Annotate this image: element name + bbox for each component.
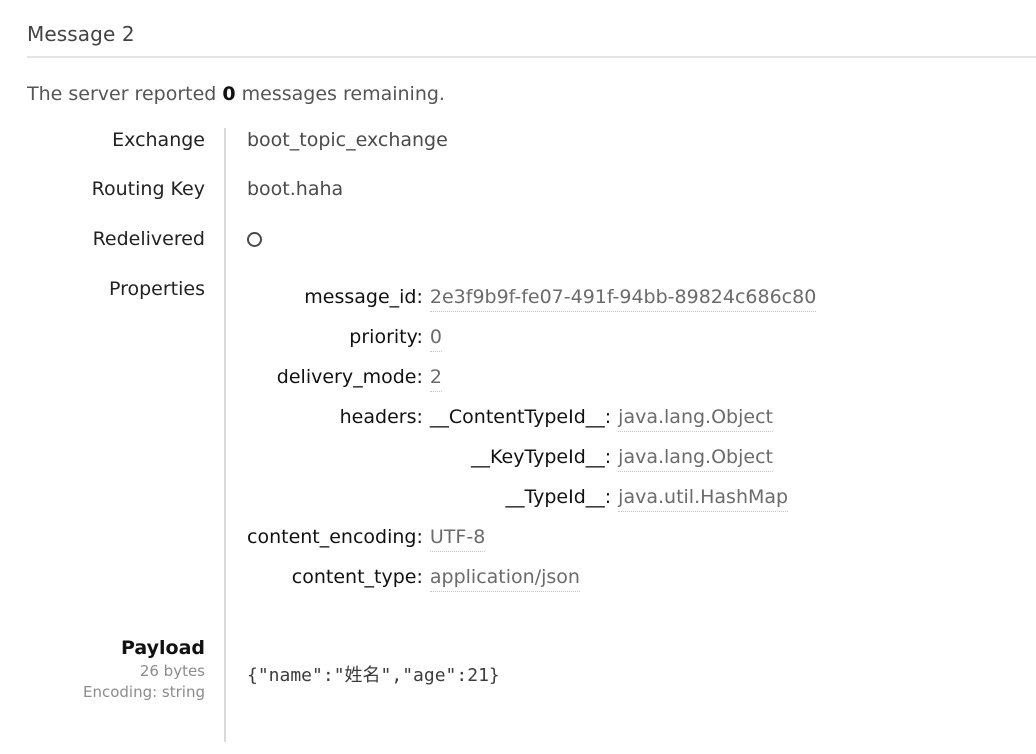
header-value: java.util.HashMap [618,477,789,517]
field-row-routing-key: Routing Key boot.haha [0,177,1036,201]
headers-key: headers: [339,406,423,428]
header-value-text: java.util.HashMap [618,483,789,512]
property-value: 2 [429,357,816,397]
header-value: java.lang.Object [618,397,788,437]
server-status-prefix: The server reported [27,83,223,105]
properties-table: message_id: 2e3f9b9f-fe07-491f-94bb-8982… [247,277,817,597]
property-key: content_type: [291,566,423,588]
header-key: __ContentTypeId__: [429,406,612,428]
property-value-text: 2e3f9b9f-fe07-491f-94bb-89824c686c80 [429,283,817,312]
table-row: priority: 0 [247,317,816,357]
properties-table-wrap: message_id: 2e3f9b9f-fe07-491f-94bb-8982… [205,277,817,597]
property-value: 0 [429,317,816,357]
payload-size: 26 bytes [139,662,205,680]
table-row: content_type: application/json [247,557,816,597]
properties-label: Properties [108,278,205,300]
property-key: message_id: [304,286,423,308]
message-fields: Exchange boot_topic_exchange Routing Key… [0,128,1036,597]
table-row: delivery_mode: 2 [247,357,816,397]
field-row-properties: Properties message_id: 2e3f9b9f-fe07-491… [0,277,1036,597]
exchange-label: Exchange [112,129,205,151]
property-key: delivery_mode: [276,366,423,388]
payload-label-column: Payload 26 bytes Encoding: string [0,635,205,703]
payload-encoding: Encoding: string [82,683,205,701]
table-row-headers: headers: __ContentTypeId__: java.lang.Ob… [247,397,816,517]
field-row-exchange: Exchange boot_topic_exchange [0,128,1036,152]
payload-title: Payload [120,637,205,659]
property-value: UTF-8 [429,517,816,557]
payload-body: {"name":"姓名","age":21} [247,665,500,686]
property-value-text: 2 [429,363,442,392]
table-row: message_id: 2e3f9b9f-fe07-491f-94bb-8982… [247,277,817,317]
property-key: content_encoding: [247,526,423,548]
property-key: priority: [349,326,423,348]
header-value-text: java.lang.Object [618,443,773,472]
server-status-suffix: messages remaining. [235,83,445,105]
header-value-text: java.lang.Object [618,403,773,432]
table-row: __ContentTypeId__: java.lang.Object [430,397,788,437]
redelivered-label: Redelivered [92,228,205,250]
routing-key-value: boot.haha [247,178,344,200]
property-value: 2e3f9b9f-fe07-491f-94bb-89824c686c80 [429,277,817,317]
header-value: java.lang.Object [618,437,788,477]
property-value-text: UTF-8 [429,523,486,552]
table-row: content_encoding: UTF-8 [247,517,816,557]
header-key: __KeyTypeId__: [471,446,612,468]
circle-empty-icon [247,232,262,247]
exchange-value: boot_topic_exchange [247,129,448,151]
field-column-divider [224,128,226,742]
heading-divider [27,56,1036,58]
redelivered-value [247,227,262,253]
property-value-text: 0 [429,323,442,352]
remaining-message-count: 0 [222,83,236,105]
field-row-redelivered: Redelivered [0,227,1036,253]
table-row: __TypeId__: java.util.HashMap [430,477,789,517]
table-row: __KeyTypeId__: java.lang.Object [430,437,788,477]
property-value-text: application/json [429,563,580,592]
property-value: application/json [429,557,816,597]
page-title: Message 2 [27,22,135,46]
server-status-text: The server reported 0 messages remaining… [27,83,445,105]
headers-value: __ContentTypeId__: java.lang.Object __Ke… [430,397,816,517]
header-key: __TypeId__: [505,486,612,508]
headers-table: __ContentTypeId__: java.lang.Object __Ke… [430,397,789,517]
routing-key-label: Routing Key [91,178,205,200]
payload-section: Payload 26 bytes Encoding: string {"name… [0,635,1036,703]
